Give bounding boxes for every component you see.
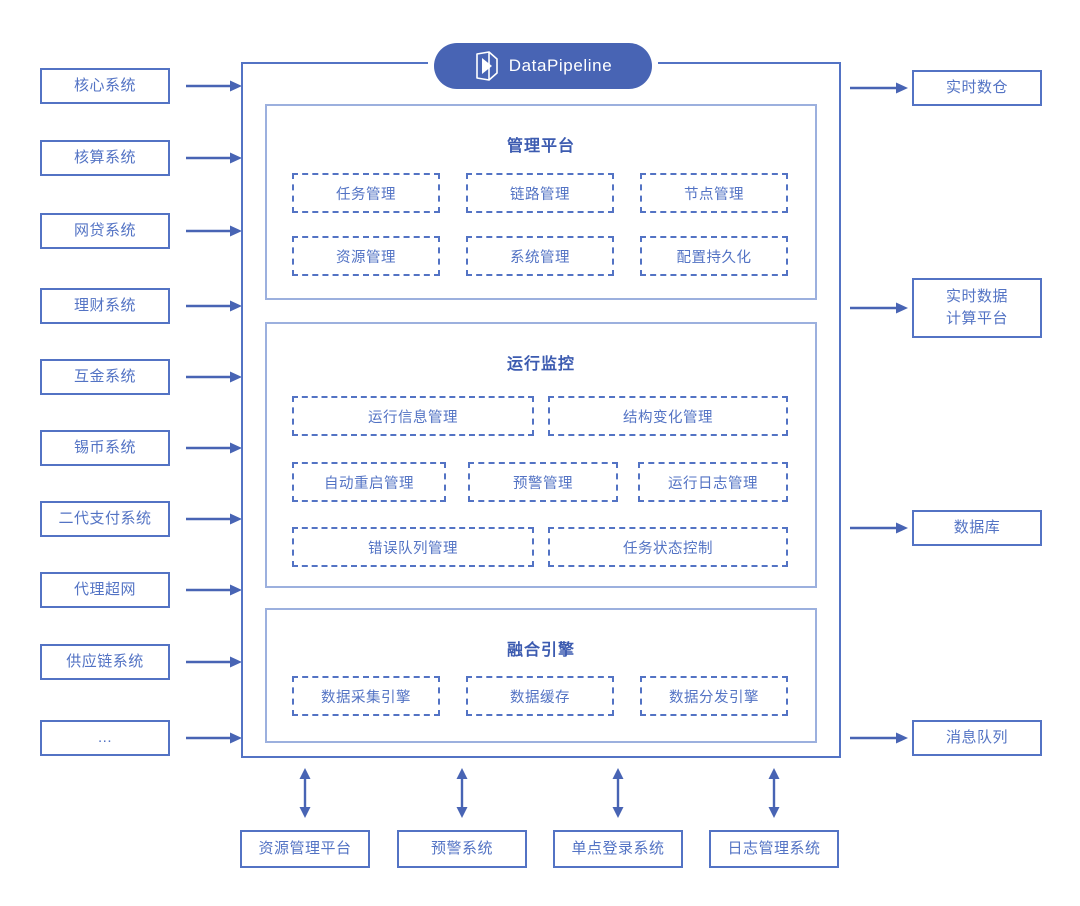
output-arrow-1 — [850, 82, 908, 94]
input-box-6[interactable]: 锡币系统 — [40, 430, 170, 466]
module-label: 自动重启管理 — [324, 475, 414, 492]
datapipeline-logo: DataPipeline — [434, 43, 652, 89]
bottom-label: 日志管理系统 — [727, 840, 821, 858]
module-data-collection-engine[interactable]: 数据采集引擎 — [292, 676, 440, 716]
module-label: 结构变化管理 — [623, 409, 713, 426]
input-box-5[interactable]: 互金系统 — [40, 359, 170, 395]
section-title: 运行监控 — [506, 356, 575, 373]
module-config-persistence[interactable]: 配置持久化 — [640, 236, 788, 276]
input-label: 网贷系统 — [73, 222, 136, 240]
input-arrow-8 — [186, 584, 242, 596]
module-label: 链路管理 — [510, 186, 570, 203]
input-label: 供应链系统 — [66, 653, 144, 671]
module-resource-management[interactable]: 资源管理 — [292, 236, 440, 276]
module-label: 节点管理 — [684, 186, 744, 203]
input-arrow-7 — [186, 513, 242, 525]
input-box-9[interactable]: 供应链系统 — [40, 644, 170, 680]
input-arrow-1 — [186, 80, 242, 92]
input-label: 锡币系统 — [73, 439, 136, 457]
input-box-2[interactable]: 核算系统 — [40, 140, 170, 176]
module-link-management[interactable]: 链路管理 — [466, 173, 614, 213]
bottom-label: 单点登录系统 — [571, 840, 665, 858]
module-node-management[interactable]: 节点管理 — [640, 173, 788, 213]
bottom-box-1[interactable]: 资源管理平台 — [240, 830, 370, 868]
module-runtime-log-management[interactable]: 运行日志管理 — [638, 462, 788, 502]
module-label: 任务管理 — [336, 186, 396, 203]
output-box-1[interactable]: 实时数仓 — [912, 70, 1042, 106]
input-label: 互金系统 — [73, 368, 136, 386]
output-label: 消息队列 — [945, 729, 1008, 747]
output-label: 数据库 — [953, 519, 1001, 537]
module-label: 数据采集引擎 — [321, 689, 411, 706]
input-box-3[interactable]: 网贷系统 — [40, 213, 170, 249]
module-error-queue-management[interactable]: 错误队列管理 — [292, 527, 534, 567]
input-label: 代理超网 — [73, 581, 136, 599]
module-schema-change-management[interactable]: 结构变化管理 — [548, 396, 788, 436]
input-box-7[interactable]: 二代支付系统 — [40, 501, 170, 537]
bottom-box-4[interactable]: 日志管理系统 — [709, 830, 839, 868]
input-arrow-3 — [186, 225, 242, 237]
bottom-label: 预警系统 — [430, 840, 493, 858]
input-arrow-4 — [186, 300, 242, 312]
module-system-management[interactable]: 系统管理 — [466, 236, 614, 276]
bottom-arrow-1 — [299, 768, 311, 818]
module-data-cache[interactable]: 数据缓存 — [466, 676, 614, 716]
logo-title: DataPipeline — [508, 56, 613, 75]
output-box-2[interactable]: 实时数据 计算平台 — [912, 278, 1042, 338]
module-label: 系统管理 — [510, 249, 570, 266]
input-label: 理财系统 — [73, 297, 136, 315]
input-label: 核算系统 — [73, 149, 136, 167]
module-task-management[interactable]: 任务管理 — [292, 173, 440, 213]
module-data-distribution-engine[interactable]: 数据分发引擎 — [640, 676, 788, 716]
output-box-4[interactable]: 消息队列 — [912, 720, 1042, 756]
input-label: 核心系统 — [73, 77, 136, 95]
module-task-state-control[interactable]: 任务状态控制 — [548, 527, 788, 567]
input-box-8[interactable]: 代理超网 — [40, 572, 170, 608]
bottom-arrow-2 — [456, 768, 468, 818]
input-arrow-6 — [186, 442, 242, 454]
output-label-line2: 计算平台 — [945, 310, 1008, 327]
output-arrow-3 — [850, 522, 908, 534]
output-label: 实时数仓 — [945, 79, 1008, 97]
output-arrow-4 — [850, 732, 908, 744]
module-alert-management[interactable]: 预警管理 — [468, 462, 618, 502]
input-label: 二代支付系统 — [58, 510, 152, 528]
output-box-3[interactable]: 数据库 — [912, 510, 1042, 546]
module-runtime-info-management[interactable]: 运行信息管理 — [292, 396, 534, 436]
bottom-arrow-3 — [612, 768, 624, 818]
output-label-line1: 实时数据 — [945, 288, 1008, 306]
module-auto-restart-management[interactable]: 自动重启管理 — [292, 462, 446, 502]
bottom-box-3[interactable]: 单点登录系统 — [553, 830, 683, 868]
module-label: 数据缓存 — [510, 689, 570, 706]
output-arrow-2 — [850, 302, 908, 314]
section-title: 融合引擎 — [506, 642, 575, 659]
input-box-1[interactable]: 核心系统 — [40, 68, 170, 104]
module-label: 任务状态控制 — [623, 540, 713, 557]
input-box-4[interactable]: 理财系统 — [40, 288, 170, 324]
module-label: 资源管理 — [336, 249, 396, 266]
section-title: 管理平台 — [506, 138, 575, 155]
input-box-10[interactable]: ... — [40, 720, 170, 756]
bottom-arrow-4 — [768, 768, 780, 818]
module-label: 数据分发引擎 — [669, 689, 759, 706]
input-arrow-2 — [186, 152, 242, 164]
input-arrow-9 — [186, 656, 242, 668]
input-arrow-10 — [186, 732, 242, 744]
module-label: 运行日志管理 — [668, 475, 758, 492]
module-label: 错误队列管理 — [368, 540, 458, 557]
module-label: 预警管理 — [513, 475, 573, 492]
datapipeline-prism-icon — [475, 51, 498, 81]
section-fusion-engine: 融合引擎 — [265, 608, 817, 743]
bottom-box-2[interactable]: 预警系统 — [397, 830, 527, 868]
module-label: 配置持久化 — [676, 249, 752, 266]
input-arrow-5 — [186, 371, 242, 383]
module-label: 运行信息管理 — [368, 409, 458, 426]
bottom-label: 资源管理平台 — [258, 840, 352, 858]
input-label: ... — [97, 729, 112, 747]
